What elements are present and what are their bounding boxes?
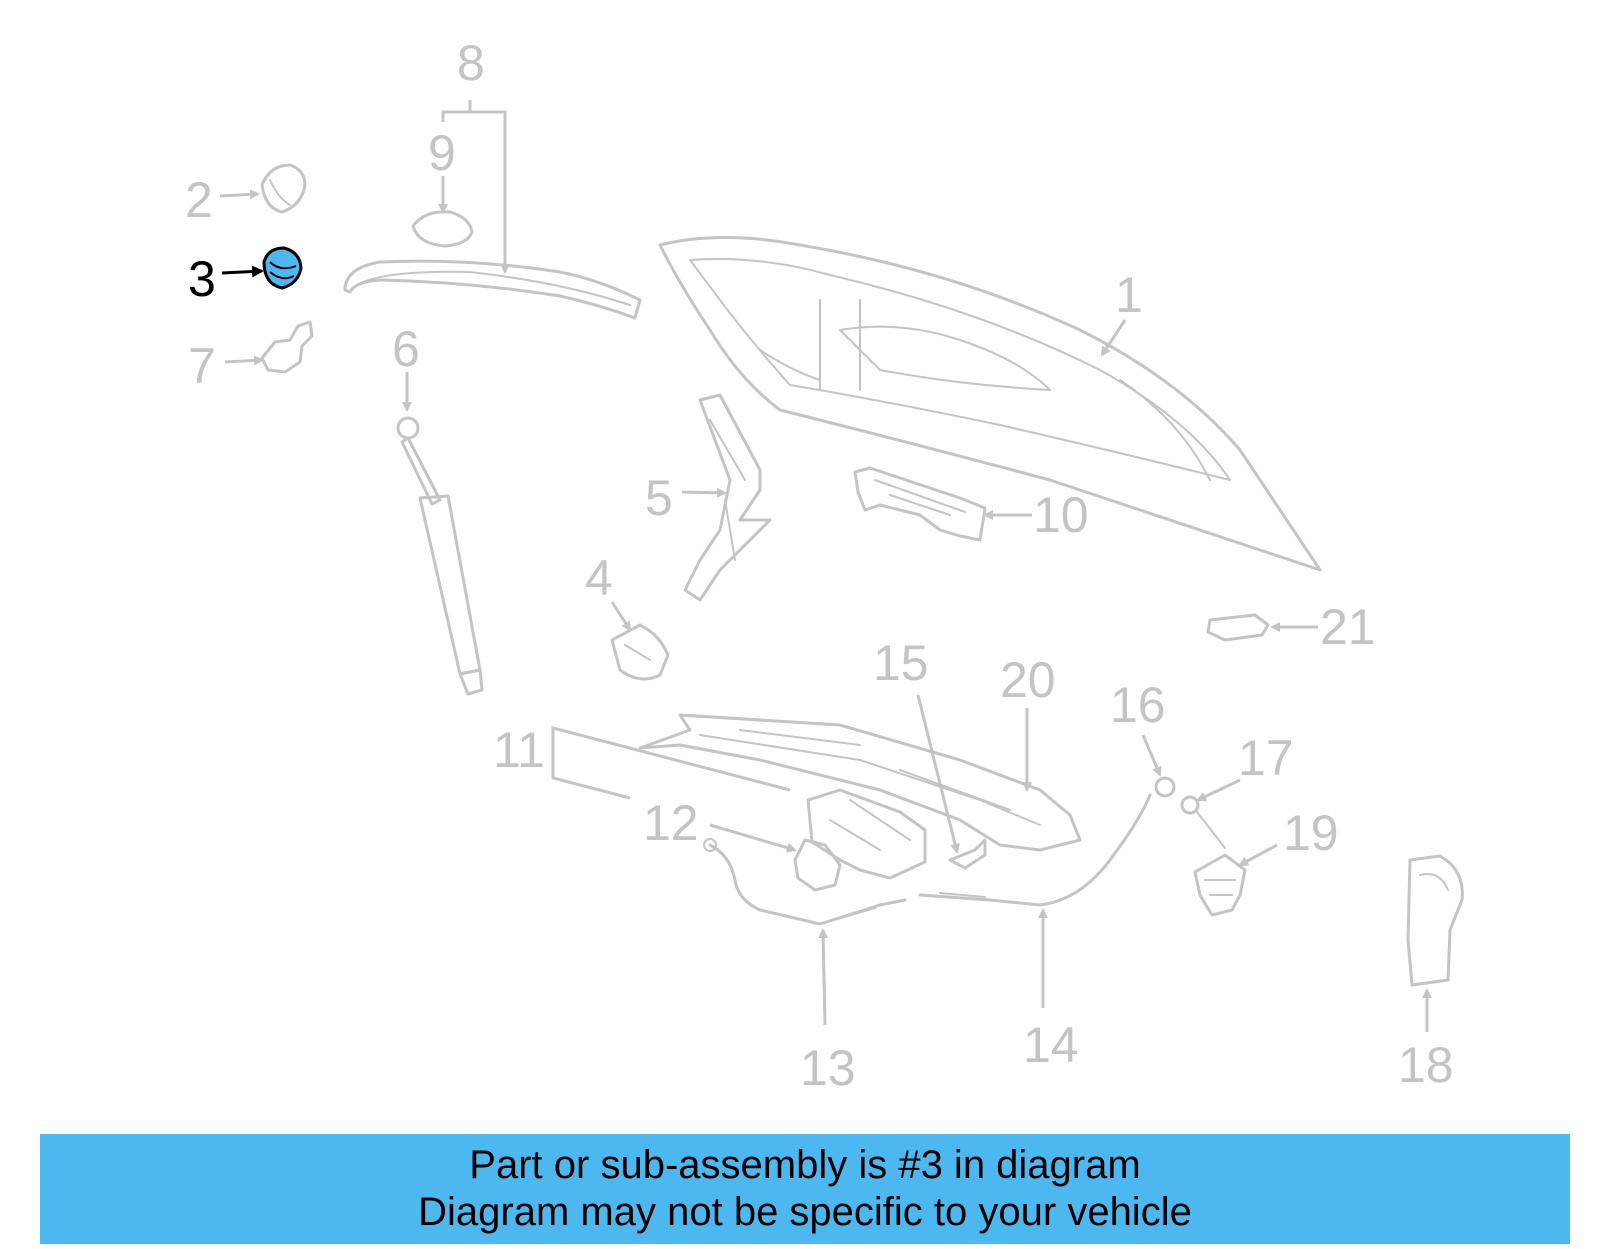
part-2-bumper[interactable] [260, 163, 307, 214]
callout-16: 16 [1110, 677, 1166, 733]
part-15-bracket[interactable] [948, 838, 987, 870]
callout-10: 10 [1033, 487, 1089, 543]
banner-line-2: Diagram may not be specific to your vehi… [418, 1190, 1192, 1234]
part-13-cable[interactable] [703, 838, 907, 926]
part-16-grommet[interactable] [1154, 776, 1176, 798]
part-9-clip[interactable] [411, 210, 474, 248]
callout-15: 15 [873, 635, 929, 691]
callout-13: 13 [800, 1040, 856, 1096]
callout-14: 14 [1023, 1017, 1079, 1073]
part-3-highlighted[interactable] [262, 246, 303, 290]
part-11-insulator[interactable] [638, 713, 1082, 852]
part-4-bumper[interactable] [610, 623, 670, 681]
banner-line-1: Part or sub-assembly is #3 in diagram [469, 1143, 1141, 1187]
diagram-notice-banner: Part or sub-assembly is #3 in diagram Di… [40, 1134, 1570, 1244]
callout-2: 2 [185, 172, 213, 228]
callout-18: 18 [1398, 1037, 1454, 1093]
callout-19: 19 [1283, 805, 1339, 861]
callout-7: 7 [188, 338, 216, 394]
callout-4: 4 [585, 550, 613, 606]
callout-3: 3 [188, 251, 216, 307]
part-17-handle[interactable] [1180, 795, 1226, 849]
part-18-holder[interactable] [1406, 854, 1464, 987]
part-21-clip[interactable] [1206, 613, 1270, 642]
part-7-bumper[interactable] [260, 320, 314, 374]
callout-17: 17 [1238, 730, 1294, 786]
callout-9: 9 [428, 125, 456, 181]
part-12-latch[interactable] [793, 788, 927, 892]
callout-11: 11 [493, 722, 545, 778]
callout-6: 6 [392, 321, 420, 377]
part-5-hinge[interactable] [683, 393, 772, 602]
part-14-cable[interactable] [918, 793, 1152, 907]
callout-21: 21 [1320, 599, 1376, 655]
callout-8: 8 [457, 35, 485, 91]
parts-diagram: 1 2 3 4 5 6 7 8 [185, 35, 1464, 1096]
callout-20: 20 [1000, 652, 1056, 708]
part-10-bracket[interactable] [853, 466, 987, 542]
callout-12: 12 [643, 795, 699, 851]
part-1-hood[interactable] [658, 236, 1322, 572]
part-8-weatherstrip[interactable] [343, 259, 642, 320]
part-6-strut[interactable] [396, 416, 484, 696]
callout-1: 1 [1115, 267, 1143, 323]
part-19-bracket[interactable] [1193, 853, 1247, 917]
callout-5: 5 [645, 470, 673, 526]
